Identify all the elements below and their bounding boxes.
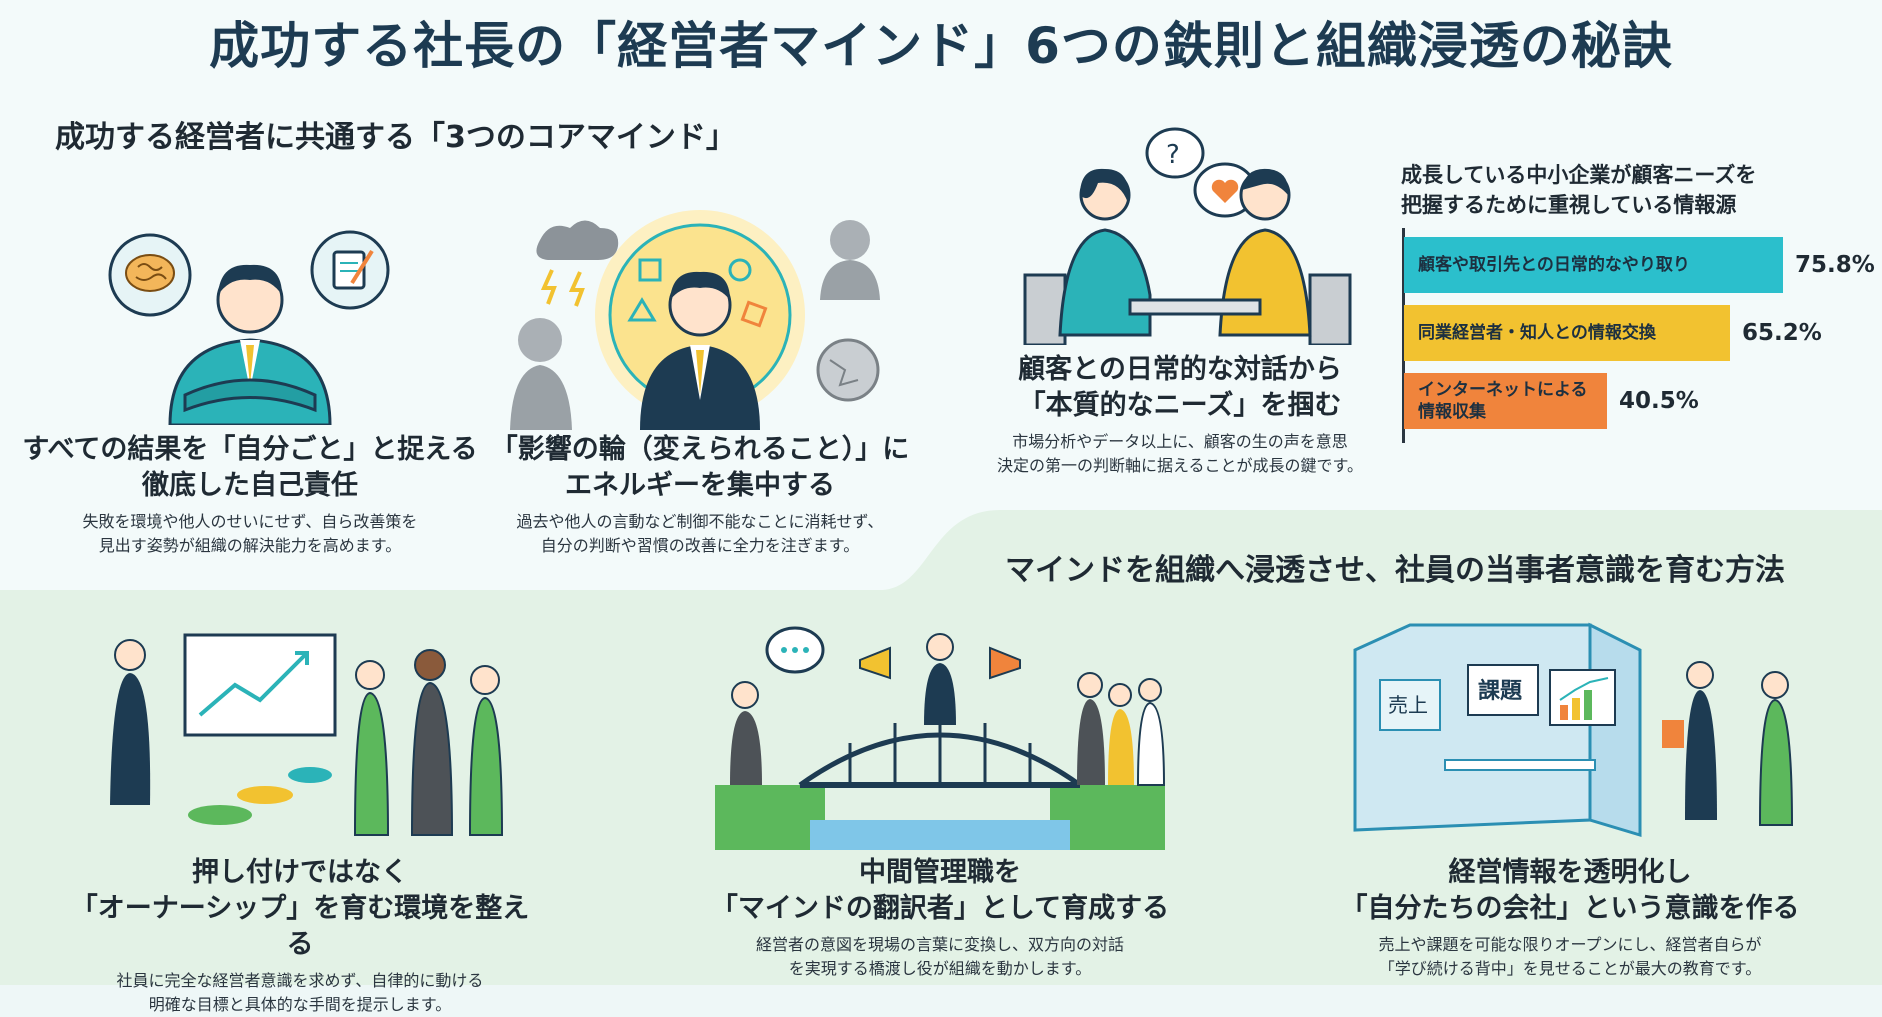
card-heading: 「マインドの翻訳者」として育成する xyxy=(710,893,1170,924)
illustration-translator xyxy=(715,626,1166,850)
question-bubble-icon: ? xyxy=(1145,127,1205,179)
page-title: 成功する社長の「経営者マインド」6つの鉄則と組織浸透の秘訣 xyxy=(209,17,1673,75)
bar-row: インターネットによる情報収集 40.5% xyxy=(1404,372,1699,430)
card-heading: 経営情報を透明化し xyxy=(1448,857,1692,888)
card-heading: 中間管理職を xyxy=(859,857,1021,888)
card-description: 過去や他人の言動など制御不能なことに消耗せず、 自分の判断や習慣の改善に全力を注… xyxy=(516,512,884,555)
core-mind-card-1: すべての結果を「自分ごと」と捉える 徹底した自己責任 失敗を環境や他人のせいにせ… xyxy=(20,432,480,558)
card-heading: エネルギーを集中する xyxy=(565,470,835,501)
illustration-circle-of-influence xyxy=(510,210,880,430)
svg-text:?: ? xyxy=(1166,140,1180,170)
bar-label: インターネットによる情報収集 xyxy=(1418,380,1588,422)
organization-card-3: 経営情報を透明化し 「自分たちの会社」という意識を作る 売上や課題を可能な限りオ… xyxy=(1320,855,1820,981)
bar: 同業経営者・知人との情報交換 xyxy=(1404,305,1730,361)
core-mind-card-3: 顧客との日常的な対話から 「本質的なニーズ」を掴む 市場分析やデータ以上に、顧客… xyxy=(970,352,1390,478)
bar-value-label: 75.8% xyxy=(1795,252,1875,278)
illustration-customer-dialogue: ? xyxy=(1023,127,1352,345)
card-description: 失敗を環境や他人のせいにせず、自ら改善策を 見出す姿勢が組織の解決能力を高めます… xyxy=(82,512,418,555)
card-heading: 押し付けではなく xyxy=(192,857,408,888)
board-label-sales: 売上 xyxy=(1388,693,1428,717)
chart-up-icon xyxy=(198,651,309,717)
illustration-transparency: 売上 課題 xyxy=(1353,622,1794,838)
bar: インターネットによる情報収集 xyxy=(1404,373,1607,429)
bar-label: 顧客や取引先との日常的なやり取り xyxy=(1418,255,1690,275)
card-heading: 「影響の輪（変えられること）」に xyxy=(490,434,910,465)
megaphone-icon xyxy=(859,646,1021,680)
card-heading: 「オーナーシップ」を育む環境を整える xyxy=(70,893,530,960)
board-label-issues: 課題 xyxy=(1478,678,1523,704)
card-heading: 顧客との日常的な対話から xyxy=(1018,354,1342,385)
bar-value-label: 65.2% xyxy=(1742,320,1822,346)
card-heading: 「自分たちの会社」という意識を作る xyxy=(1340,893,1800,924)
card-heading: すべての結果を「自分ごと」と捉える xyxy=(22,434,478,465)
organization-card-1: 押し付けではなく 「オーナーシップ」を育む環境を整える 社員に完全な経営者意識を… xyxy=(60,855,540,1017)
illustration-self-responsibility xyxy=(108,230,390,425)
section-title-core-minds: 成功する経営者に共通する「3つのコアマインド」 xyxy=(55,120,736,155)
memo-icon xyxy=(332,249,374,290)
bar-label: 同業経営者・知人との情報交換 xyxy=(1418,323,1656,343)
organization-card-2: 中間管理職を 「マインドの翻訳者」として育成する 経営者の意図を現場の言葉に変換… xyxy=(690,855,1190,981)
bar-row: 同業経営者・知人との情報交換 65.2% xyxy=(1404,304,1822,362)
card-description: 経営者の意図を現場の言葉に変換し、双方向の対話 を実現する橋渡し役が組織を動かし… xyxy=(755,935,1124,978)
card-description: 社員に完全な経営者意識を求めず、自律的に動ける 明確な目標と具体的な手間を提示し… xyxy=(116,971,484,1014)
brain-icon xyxy=(125,254,175,292)
bar-value-label: 40.5% xyxy=(1619,388,1699,414)
chat-bubble-icon xyxy=(765,626,825,674)
section-title-organization: マインドを組織へ浸透させ、社員の当事者意識を育む方法 xyxy=(1005,553,1785,588)
chart-axis xyxy=(1402,228,1405,443)
core-mind-card-2: 「影響の輪（変えられること）」に エネルギーを集中する 過去や他人の言動など制御… xyxy=(470,432,930,558)
card-heading: 徹底した自己責任 xyxy=(142,470,358,501)
bar-row: 顧客や取引先との日常的なやり取り 75.8% xyxy=(1404,236,1875,294)
card-heading: 「本質的なニーズ」を掴む xyxy=(1018,390,1342,421)
card-description: 売上や課題を可能な限りオープンにし、経営者自らが 「学び続ける背中」を見せること… xyxy=(1378,935,1762,978)
illustration-ownership xyxy=(110,633,504,836)
card-description: 市場分析やデータ以上に、顧客の生の声を意思 決定の第一の判断軸に据えることが成長… xyxy=(997,432,1363,475)
bar: 顧客や取引先との日常的なやり取り xyxy=(1404,237,1783,293)
chart-title: 成長している中小企業が顧客ニーズを 把握するために重視している情報源 xyxy=(1401,163,1757,217)
